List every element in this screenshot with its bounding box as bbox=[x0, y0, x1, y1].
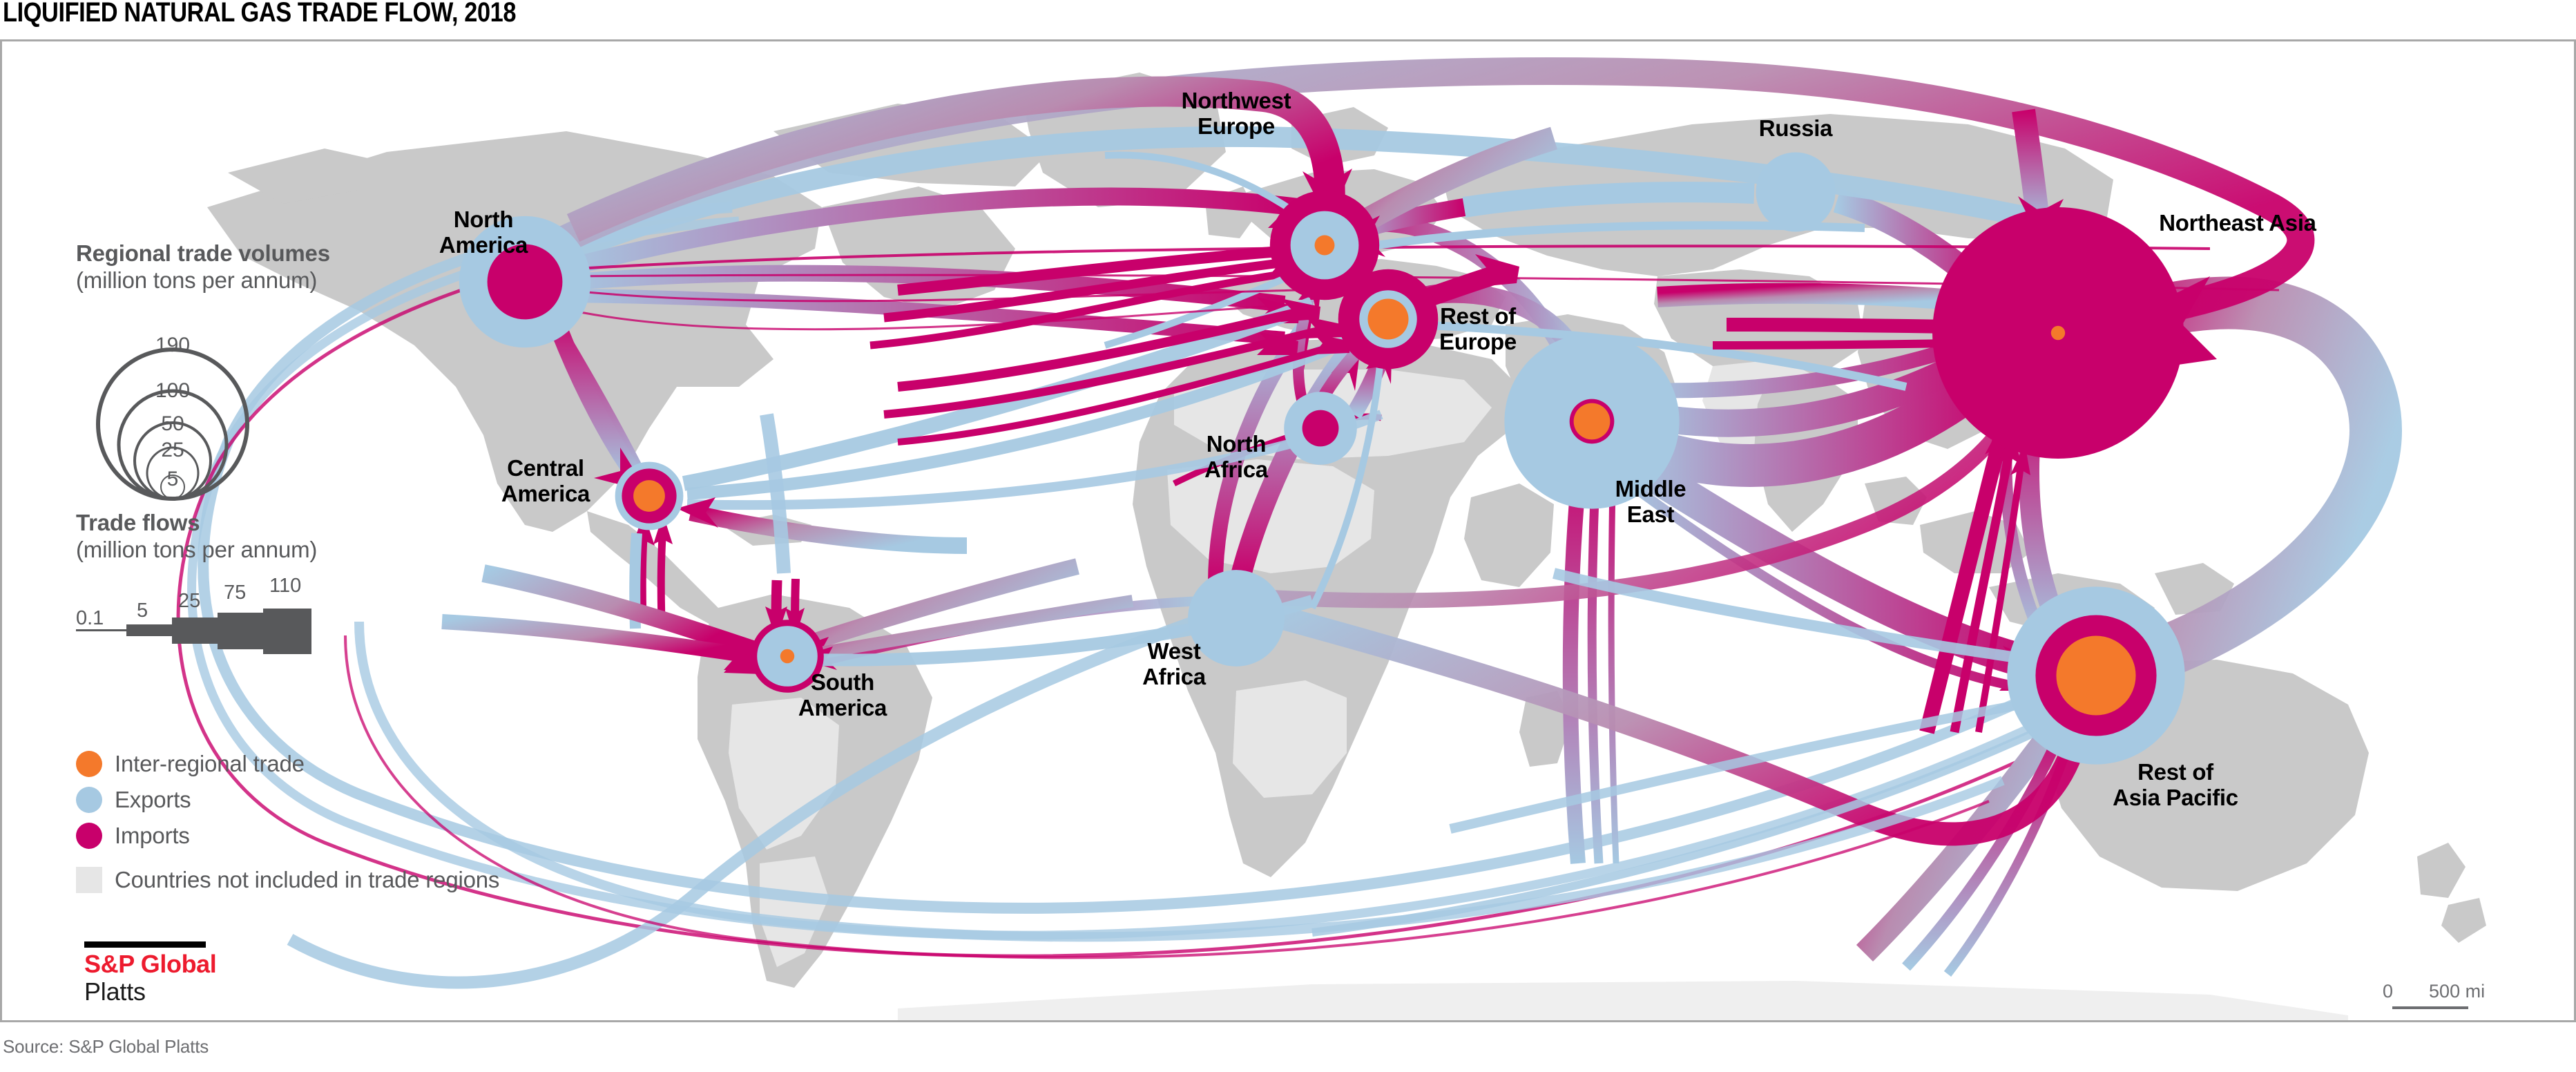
flow-legend-ramp: 0.1 5 25 75 110 bbox=[76, 569, 435, 680]
imports-ring bbox=[487, 244, 563, 320]
map-scale-bar: 0 500 mi bbox=[2383, 981, 2485, 1009]
region-node-rest-of-europe[interactable] bbox=[1338, 269, 1439, 370]
legend-key-label: Exports bbox=[115, 787, 191, 812]
page-title: LIQUIFIED NATURAL GAS TRADE FLOW, 2018 bbox=[3, 0, 517, 28]
flow-legend-subtitle: (million tons per annum) bbox=[76, 536, 318, 562]
flow-legend-label-5: 5 bbox=[137, 599, 148, 622]
region-node-russia[interactable] bbox=[1756, 152, 1836, 232]
legend-key-inter-regional: Inter-regional trade bbox=[76, 746, 499, 782]
frame-border-top-left bbox=[0, 39, 1175, 41]
legend-key-label: Inter-regional trade bbox=[115, 751, 305, 776]
inter-regional-core bbox=[633, 480, 665, 512]
logo-rule bbox=[84, 941, 206, 948]
scale-distance-label: 500 mi bbox=[2429, 981, 2486, 1002]
region-node-north-america[interactable] bbox=[459, 216, 591, 348]
exports-swatch-icon bbox=[76, 787, 102, 813]
legend-key-exports: Exports bbox=[76, 782, 499, 818]
exports-ring bbox=[1188, 570, 1285, 667]
volume-legend-label-5: 5 bbox=[166, 467, 179, 490]
volume-legend-bubbles: 190 100 50 25 5 bbox=[76, 301, 352, 508]
imports-ring bbox=[1302, 410, 1339, 447]
region-node-middle-east[interactable] bbox=[1504, 334, 1680, 509]
region-node-south-america[interactable] bbox=[751, 620, 824, 693]
region-node-layer bbox=[459, 152, 2185, 765]
sp-global-platts-logo: S&P Global Platts bbox=[84, 941, 217, 1006]
imports-swatch-icon bbox=[76, 823, 102, 849]
scale-rule bbox=[2392, 1006, 2468, 1009]
region-node-central-america[interactable] bbox=[615, 461, 684, 530]
region-node-northeast-asia[interactable] bbox=[1932, 207, 2184, 459]
region-node-northwest-europe[interactable] bbox=[1269, 190, 1380, 300]
volume-legend-subtitle: (million tons per annum) bbox=[76, 267, 318, 293]
inter-regional-core bbox=[1367, 298, 1409, 340]
region-node-north-africa[interactable] bbox=[1284, 392, 1357, 465]
region-node-rest-of-asia-pacific[interactable] bbox=[2007, 586, 2185, 765]
volume-legend-label-190: 190 bbox=[155, 333, 191, 356]
frame-border-top-right bbox=[1175, 39, 2576, 41]
legend-key-label: Imports bbox=[115, 823, 190, 848]
region-label-northeast-asia: Northeast Asia bbox=[2159, 210, 2316, 236]
trade-flow-layer bbox=[176, 57, 2402, 989]
volume-legend-title: Regional trade volumes bbox=[76, 240, 330, 266]
flow-legend-label-75: 75 bbox=[224, 581, 247, 604]
flow-legend-label-25: 25 bbox=[178, 589, 201, 612]
logo-product: Platts bbox=[84, 977, 146, 1006]
frame-border-left bbox=[0, 39, 2, 1022]
region-node-west-africa[interactable] bbox=[1188, 570, 1285, 667]
exports-ring bbox=[1756, 152, 1836, 232]
frame-border-right bbox=[2574, 39, 2576, 1022]
inter-regional-core bbox=[780, 649, 795, 664]
legend-key-imports: Imports bbox=[76, 818, 499, 854]
region-label-russia: Russia bbox=[1758, 115, 1833, 141]
source-note: Source: S&P Global Platts bbox=[3, 1036, 209, 1057]
scale-zero-label: 0 bbox=[2383, 981, 2394, 1002]
inter-regional-core bbox=[1314, 235, 1335, 256]
volume-legend-label-25: 25 bbox=[161, 438, 184, 461]
flow-legend-title: Trade flows bbox=[76, 509, 200, 535]
volume-legend-label-50: 50 bbox=[161, 412, 184, 435]
inter-regional-core bbox=[2050, 325, 2066, 341]
legend-key-label: Countries not included in trade regions bbox=[115, 867, 500, 892]
inter-regional-core bbox=[1573, 403, 1611, 440]
flow-legend-label-0-1: 0.1 bbox=[76, 606, 104, 629]
inter-regional-swatch-icon bbox=[76, 751, 102, 777]
flow-legend-label-110: 110 bbox=[269, 574, 302, 597]
legend-panel: Regional trade volumes (million tons per… bbox=[76, 240, 518, 680]
logo-brand: S&P Global bbox=[84, 950, 217, 978]
legend-key-excluded-countries: Countries not included in trade regions bbox=[76, 862, 499, 898]
excluded-country-swatch-icon bbox=[76, 867, 102, 893]
legend-key-list: Inter-regional trade Exports Imports Cou… bbox=[76, 746, 499, 898]
volume-legend-label-100: 100 bbox=[155, 379, 191, 402]
frame-border-bottom bbox=[0, 1020, 2576, 1022]
inter-regional-core bbox=[2056, 635, 2136, 716]
